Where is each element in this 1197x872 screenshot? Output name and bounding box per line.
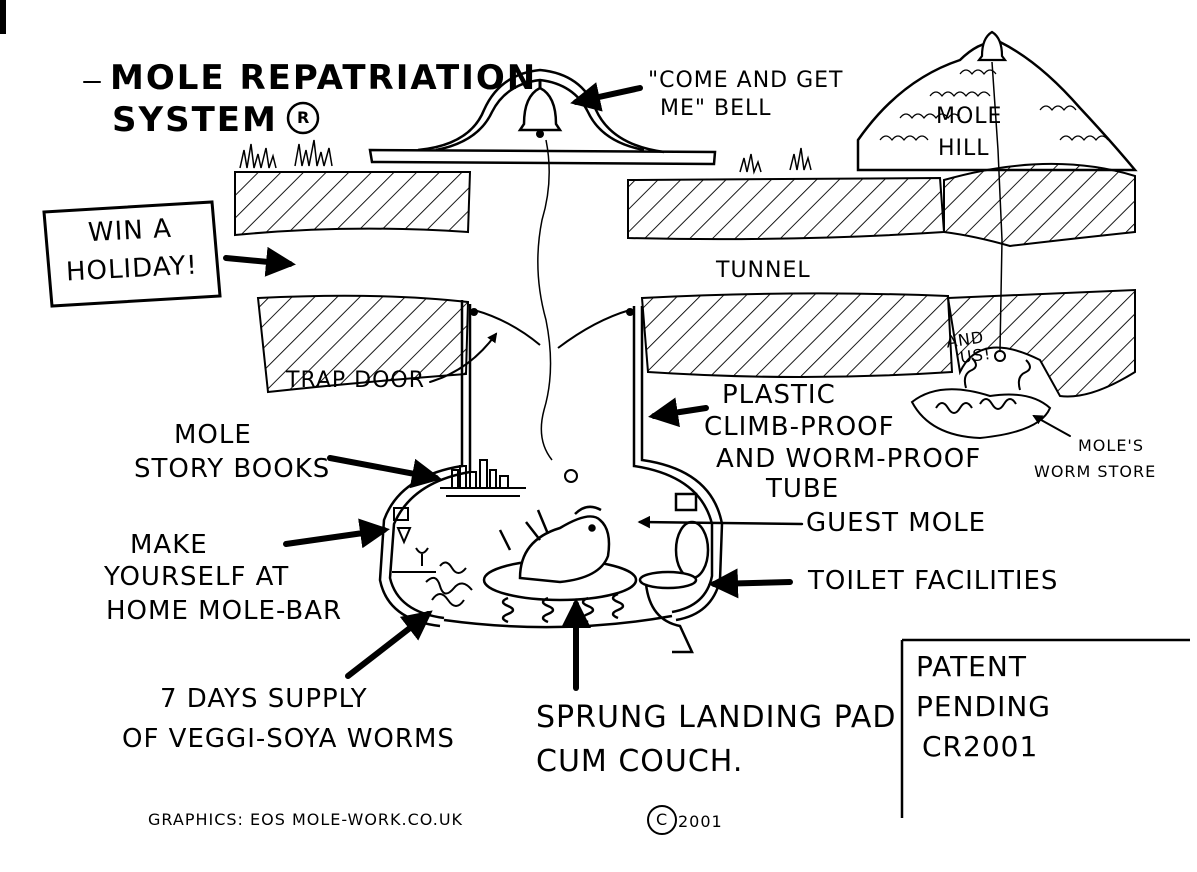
- arrow-books: [327, 455, 442, 489]
- arrow-bell: [570, 82, 643, 112]
- registered-mark: R: [297, 108, 311, 127]
- bar-label-line-1: MAKE: [130, 530, 208, 560]
- molehill-label-line-2: HILL: [938, 136, 990, 161]
- bell-icon: [517, 80, 563, 138]
- grass: [239, 139, 812, 175]
- credit-line: GRAPHICS: EOS MOLE-WORK.CO.UK: [148, 810, 464, 829]
- ground-top-left: [234, 171, 472, 237]
- molehill-bell-cord: [991, 61, 1003, 351]
- bar-label-line-2: YOURSELF AT: [104, 562, 290, 592]
- worm-store: [910, 357, 1052, 440]
- worms-label-line-1: 7 DAYS SUPPLY: [160, 684, 368, 714]
- arrow-toilet: [708, 568, 793, 599]
- arrow-worms: [345, 610, 433, 679]
- title-line-1: MOLE REPATRIATION: [110, 58, 538, 98]
- guest-mole-label: GUEST MOLE: [806, 508, 987, 538]
- ground-far-right: [943, 162, 1136, 248]
- books-label-line-2: STORY BOOKS: [134, 454, 331, 484]
- mole-bar: [392, 507, 436, 573]
- molehill-bell-icon: [976, 30, 1008, 62]
- worm-supply: [425, 561, 473, 607]
- bar-label-line-3: HOME MOLE-BAR: [106, 596, 343, 626]
- molehill-label-line-1: MOLE: [936, 104, 1003, 129]
- tunnel-label: TUNNEL: [716, 258, 811, 283]
- arrow-worm-store: [1032, 415, 1071, 437]
- holiday-sign: [42, 200, 222, 308]
- pad-label-line-1: SPRUNG LANDING PAD: [536, 700, 897, 735]
- patent-line-1: PATENT: [916, 650, 1027, 683]
- copyright-circle: [647, 805, 677, 835]
- ground-middle-left: [256, 294, 470, 394]
- pad-label-line-2: CUM COUCH.: [536, 744, 744, 779]
- corner-mark: [0, 0, 6, 34]
- trap-door: [470, 308, 634, 349]
- bell-label-line-1: "COME AND GET: [648, 68, 844, 93]
- copyright-symbol: C: [656, 810, 669, 829]
- tube-label-line-1: PLASTIC: [722, 380, 836, 410]
- registered-mark-circle: [286, 101, 320, 135]
- molehill-bell-pull: [994, 350, 1006, 362]
- ground-lower-right: [946, 288, 1136, 398]
- arrow-holiday: [223, 246, 296, 277]
- bell-label-line-2: ME" BELL: [660, 96, 772, 121]
- arrow-tube: [648, 397, 709, 428]
- arrows: [83, 81, 1071, 691]
- arrow-guest: [637, 515, 804, 529]
- ground-top-right: [627, 176, 946, 241]
- toilet-label: TOILET FACILITIES: [808, 566, 1059, 596]
- arrow-trapdoor: [429, 332, 498, 383]
- toilet: [638, 492, 710, 654]
- books-label-line-1: MOLE: [174, 420, 252, 450]
- worm-store-line-2: WORM STORE: [1034, 462, 1157, 481]
- molehill: [856, 40, 1138, 172]
- worm-store-line-1: MOLE'S: [1078, 436, 1144, 455]
- patent-line-2: PENDING: [916, 690, 1051, 723]
- arrow-bar: [283, 518, 390, 549]
- tube-label-line-3: AND WORM-PROOF: [716, 444, 982, 474]
- patent-line-3: CR2001: [922, 730, 1039, 763]
- bell-cord: [537, 139, 553, 461]
- bell-pull: [564, 469, 578, 483]
- title-line-2: SYSTEM: [112, 100, 278, 140]
- guest-mole: [498, 505, 611, 584]
- trap-door-label: TRAP DOOR: [286, 368, 426, 393]
- ground-middle-right: [640, 292, 954, 378]
- bookshelf: [440, 459, 526, 497]
- tube-label-line-4: TUBE: [766, 474, 840, 504]
- ground-layers: [234, 162, 1136, 398]
- worms-label-line-2: OF VEGGI-SOYA WORMS: [122, 724, 455, 754]
- holiday-sign-line-1: WIN A: [87, 213, 173, 249]
- patent-box: [900, 638, 1190, 818]
- copyright-year: 2001: [678, 812, 723, 831]
- tube-label-line-2: CLIMB-PROOF: [704, 412, 895, 442]
